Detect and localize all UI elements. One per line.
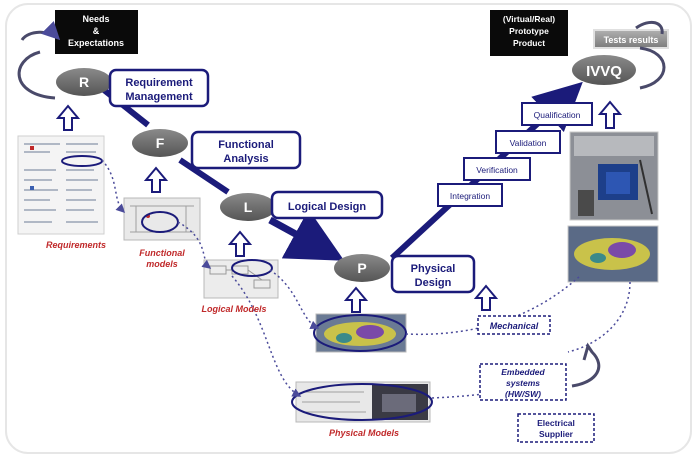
- mechanical-model-thumbnail: [313, 313, 407, 353]
- node-f: F: [132, 129, 188, 157]
- prototype-line-2: Prototype: [509, 26, 549, 36]
- label-l: Logical Design: [270, 190, 384, 220]
- needs-loop-arrow: [17, 50, 56, 100]
- label-r-line-1: Requirement: [125, 77, 193, 89]
- functional-models-caption-1: Functional: [139, 248, 185, 258]
- embedded-box: Embedded systems (HW/SW): [479, 363, 567, 401]
- tests-loop-arrow: [639, 46, 666, 90]
- physical-models-thumbnail: [291, 381, 433, 423]
- up-arrow-ivvq: [597, 100, 623, 129]
- label-l-line-1: Logical Design: [288, 201, 367, 213]
- prototype-line-1: (Virtual/Real): [503, 14, 555, 24]
- node-r: R: [56, 68, 112, 96]
- step-verification-label: Verification: [476, 165, 518, 175]
- tests-results-label: Tests results: [604, 35, 659, 45]
- prototype-box: (Virtual/Real) Prototype Product: [490, 10, 568, 56]
- embedded-line-3: (HW/SW): [505, 389, 541, 399]
- diagram-frame: [5, 3, 692, 454]
- functional-models-caption-2: models: [146, 259, 178, 269]
- flow-l-to-p: [268, 209, 345, 261]
- label-r-line-2: Management: [125, 91, 193, 103]
- requirements-caption: Requirements: [46, 240, 106, 250]
- node-ivvq: IVVQ: [572, 55, 636, 85]
- logical-models-caption: Logical Models: [201, 304, 266, 314]
- label-p-line-2: Design: [415, 277, 452, 289]
- prototype-line-3: Product: [513, 38, 545, 48]
- up-arrow-logical: [227, 230, 253, 257]
- step-validation-label: Validation: [510, 138, 547, 148]
- needs-line-1: Needs: [82, 14, 109, 24]
- needs-line-3: Expectations: [68, 38, 124, 48]
- mechanical-label: Mechanical: [490, 321, 539, 331]
- mechanical-box: Mechanical: [477, 315, 551, 335]
- prototype-photo-cad: [567, 225, 659, 283]
- trace-log-to-mech: [269, 269, 320, 330]
- tests-loop-arrow-top: [635, 20, 664, 35]
- prototype-photo-lab: [569, 131, 659, 221]
- flow-f-to-l: [178, 157, 230, 195]
- requirements-thumbnail: [17, 135, 105, 235]
- functional-models-thumbnail: [123, 197, 201, 241]
- ivvq-steps: Integration Verification Validation Qual…: [437, 102, 593, 207]
- label-p: Physical Design: [390, 254, 476, 294]
- node-p-letter: P: [357, 260, 366, 276]
- logical-models-thumbnail: [203, 259, 279, 299]
- embedded-loop-arrow: [571, 342, 601, 388]
- node-r-letter: R: [79, 74, 89, 90]
- node-l-letter: L: [244, 199, 253, 215]
- node-l: L: [220, 193, 276, 221]
- trace-req-to-func: [101, 159, 126, 214]
- node-f-letter: F: [156, 135, 165, 151]
- embedded-line-2: systems: [506, 378, 540, 388]
- electrical-line-2: Supplier: [539, 429, 574, 439]
- step-integration: Integration: [437, 183, 503, 207]
- needs-loop-arrow-head: [20, 21, 61, 41]
- up-arrow-functional: [143, 166, 169, 193]
- input-arrows: [55, 100, 623, 313]
- tests-results-box: Tests results: [593, 29, 669, 49]
- node-ivvq-letter: IVVQ: [586, 63, 622, 80]
- step-qualification: Qualification: [521, 102, 593, 126]
- label-f-line-1: Functional: [218, 139, 274, 151]
- trace-func-to-log: [177, 221, 212, 269]
- label-p-line-1: Physical: [411, 263, 456, 275]
- label-r: Requirement Management: [108, 68, 210, 108]
- electrical-line-1: Electrical: [537, 418, 575, 428]
- electrical-box: Electrical Supplier: [517, 413, 595, 443]
- physical-models-caption: Physical Models: [329, 428, 399, 438]
- step-integration-label: Integration: [450, 191, 490, 201]
- label-f-line-2: Analysis: [223, 153, 268, 165]
- step-verification: Verification: [463, 157, 531, 181]
- embedded-line-1: Embedded: [501, 367, 545, 377]
- trace-proto-to-embedded: [567, 281, 631, 353]
- up-arrow-mechanical: [473, 284, 499, 311]
- up-arrow-physical: [343, 286, 369, 313]
- up-arrow-requirements: [55, 104, 81, 131]
- step-qualification-label: Qualification: [534, 110, 581, 120]
- needs-line-2: &: [93, 26, 100, 36]
- needs-box: Needs & Expectations: [55, 10, 138, 54]
- label-f: Functional Analysis: [190, 130, 302, 170]
- step-validation: Validation: [495, 130, 561, 154]
- node-p: P: [334, 254, 390, 282]
